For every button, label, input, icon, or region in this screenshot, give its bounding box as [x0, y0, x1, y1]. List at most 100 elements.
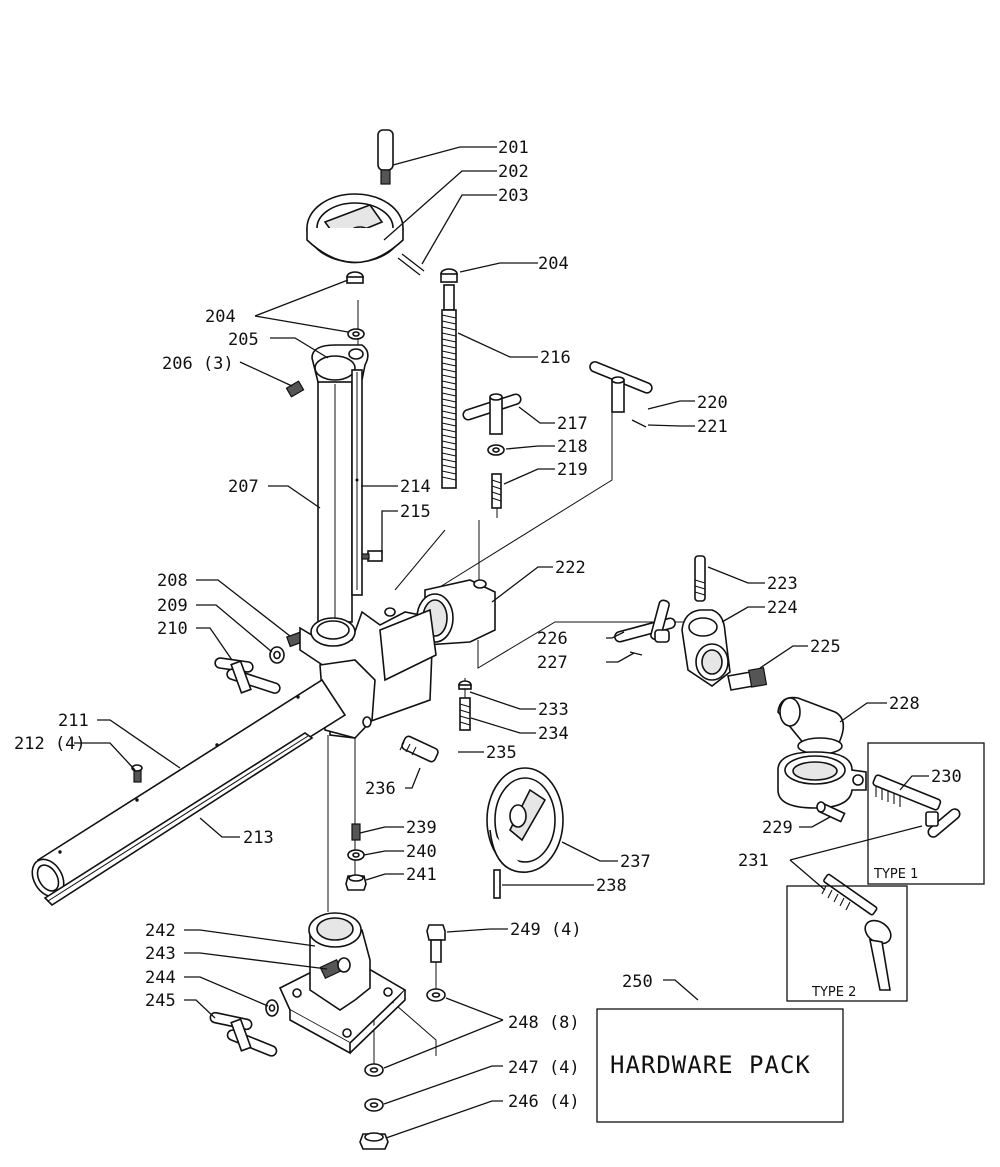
set-screw-239 [351, 823, 361, 841]
hardware-pack-label: HARDWARE PACK [610, 1051, 811, 1079]
callout-204: 204 [538, 254, 569, 274]
washer-209 [269, 646, 285, 664]
lock-washer-247 [364, 1098, 384, 1112]
callout-231: 231 [738, 851, 769, 871]
callout-203: 203 [498, 186, 529, 206]
callout-246: 246 (4) [508, 1092, 580, 1112]
callout-212: 212 (4) [14, 734, 86, 754]
callout-206: 206 (3) [162, 354, 234, 374]
callout-208: 208 [157, 571, 188, 591]
callout-214: 214 [400, 477, 431, 497]
washer-240 [347, 849, 365, 861]
callout-211: 211 [58, 711, 89, 731]
callout-240: 240 [406, 842, 437, 862]
callout-labels: 201 202 203 204 204 205 206 (3) 207 214 … [14, 138, 962, 1112]
rack-214 [351, 369, 363, 596]
stud-223 [694, 555, 706, 602]
callout-209: 209 [157, 596, 188, 616]
t-handle-226 [614, 599, 676, 643]
callout-202: 202 [498, 162, 529, 182]
clamp-block-224 [681, 609, 731, 687]
pinion-236 [399, 735, 439, 763]
callout-247: 247 (4) [508, 1058, 580, 1078]
callout-236: 236 [365, 779, 396, 799]
washer-248-lower [364, 1063, 384, 1077]
pin-203 [397, 253, 425, 276]
t-handle-245 [209, 1011, 278, 1057]
callout-233: 233 [538, 700, 569, 720]
set-screw-243 [319, 957, 351, 980]
callout-242: 242 [145, 921, 176, 941]
lever-handle-type2 [821, 873, 892, 991]
callout-241: 241 [406, 865, 437, 885]
callout-244: 244 [145, 968, 176, 988]
t-handle-220 [589, 361, 653, 413]
callout-217: 217 [557, 414, 588, 434]
callout-223: 223 [767, 574, 798, 594]
handwheel-top-202 [306, 193, 404, 264]
callout-207: 207 [228, 477, 259, 497]
callout-205: 205 [228, 330, 259, 350]
callout-224: 224 [767, 598, 798, 618]
callout-243: 243 [145, 944, 176, 964]
leader-lines [74, 146, 929, 1139]
callout-238: 238 [596, 876, 627, 896]
set-screw-206 [285, 380, 305, 398]
callout-213: 213 [243, 828, 274, 848]
screw-215 [361, 550, 383, 562]
pin-227 [629, 651, 643, 656]
screw-234 [459, 697, 471, 731]
callout-235: 235 [486, 743, 517, 763]
callout-221: 221 [697, 417, 728, 437]
base-242 [278, 912, 407, 1055]
callout-239: 239 [406, 818, 437, 838]
callout-237: 237 [620, 852, 651, 872]
washer-204-upper [346, 271, 364, 284]
bolt-249 [426, 924, 446, 963]
nut-233 [458, 680, 472, 690]
callout-227: 227 [537, 653, 568, 673]
type2-label: TYPE 2 [811, 985, 856, 1000]
elbow-228 [777, 696, 845, 755]
nut-241 [345, 874, 367, 891]
type1-inset-box [867, 742, 985, 885]
hardware-pack-box [596, 1008, 844, 1123]
shaft-225 [727, 667, 768, 691]
washer-244 [265, 999, 279, 1017]
callout-228: 228 [889, 694, 920, 714]
rack-bar-213 [43, 732, 314, 907]
callout-229: 229 [762, 818, 793, 838]
callout-230: 230 [931, 767, 962, 787]
washer-248-upper [426, 988, 446, 1002]
lead-screw-216 [441, 284, 457, 489]
callout-226: 226 [537, 629, 568, 649]
tube-211 [31, 678, 347, 898]
callout-215: 215 [400, 502, 431, 522]
callout-225: 225 [810, 637, 841, 657]
callout-201: 201 [498, 138, 529, 158]
callout-250: 250 [622, 972, 653, 992]
clamp-ring-230 [777, 751, 867, 809]
callout-248: 248 (8) [508, 1013, 580, 1033]
callout-234: 234 [538, 724, 569, 744]
t-handle-217 [462, 393, 522, 435]
t-handle-230-type1 [872, 774, 961, 838]
callout-220: 220 [697, 393, 728, 413]
t-handle-210 [214, 657, 281, 694]
column-207 [317, 381, 353, 623]
nut-246 [359, 1132, 389, 1150]
callout-204: 204 [205, 307, 236, 327]
screw-229 [816, 801, 846, 823]
callout-222: 222 [555, 558, 586, 578]
pin-238 [493, 869, 501, 899]
type1-label: TYPE 1 [873, 867, 918, 882]
callout-219: 219 [557, 460, 588, 480]
type2-inset-box [786, 885, 908, 1002]
handwheel-237 [486, 767, 564, 873]
washer-218 [487, 444, 505, 456]
pin-221 [631, 419, 647, 428]
callout-245: 245 [145, 991, 176, 1011]
callout-216: 216 [540, 348, 571, 368]
callout-249: 249 (4) [510, 920, 582, 940]
